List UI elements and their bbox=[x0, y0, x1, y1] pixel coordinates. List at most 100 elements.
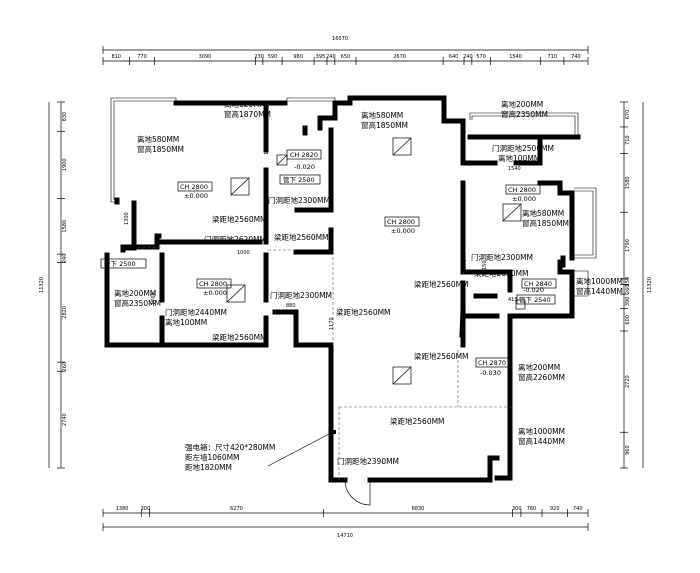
right-bed-ch: CH 2800 bbox=[508, 186, 536, 194]
living-beam-3: 梁距地2560MM bbox=[414, 351, 469, 361]
left-dim-label: 2820 bbox=[62, 306, 68, 319]
left-dim-label: 1580 bbox=[62, 220, 68, 233]
small-bath-ch: CH 2840 bbox=[524, 280, 552, 288]
bottom-dimension: 14710 1380 300 6270 6830 300 760 920 740 bbox=[102, 506, 589, 539]
living-beam: 梁距地2560MM bbox=[414, 279, 469, 289]
left-dim-label: 260 bbox=[62, 362, 68, 372]
small-dim-4: 1000 bbox=[237, 250, 250, 256]
top-dim-label: 395 bbox=[316, 54, 326, 60]
bedroom1-level: ±0.000 bbox=[184, 192, 208, 200]
small-dim-5: 880 bbox=[286, 303, 296, 309]
small-bath-level: -0.020 bbox=[523, 286, 544, 294]
balcony-win2-height: 离地1000MM bbox=[518, 426, 565, 436]
elec-box-height: 距地1820MM bbox=[185, 462, 232, 472]
walls bbox=[104, 95, 581, 483]
bottom-dim-label: 740 bbox=[573, 506, 583, 512]
elec-box-size: 强电箱：尺寸420*280MM bbox=[185, 442, 275, 452]
balcony-win-height: 离地200MM bbox=[518, 362, 560, 372]
room-labels: 离地580MM 窗高1850MM CH 2800 ±0.000 梁距地2560M… bbox=[104, 99, 623, 472]
bath-pipe: 管下 2500 bbox=[283, 175, 315, 184]
top-dim-label: 980 bbox=[293, 54, 303, 60]
right-win2-height: 离地1000MM bbox=[576, 276, 623, 286]
balcony-level: -0.030 bbox=[480, 369, 501, 377]
ch-tags bbox=[100, 149, 557, 368]
right-dim-label: 150 bbox=[625, 277, 631, 287]
left-dim-label: 830 bbox=[62, 112, 68, 122]
top-dim-label: 590 bbox=[268, 54, 278, 60]
bath-level: -0.020 bbox=[294, 163, 315, 171]
bottom-dim-label: 300 bbox=[512, 506, 522, 512]
top-dim-label: 710 bbox=[548, 54, 558, 60]
bath-ch: CH 2820 bbox=[290, 151, 318, 159]
entry-door: 门洞距地2390MM bbox=[337, 456, 399, 466]
small-bath-pipe: 管下 2540 bbox=[519, 295, 551, 304]
light-fixtures bbox=[226, 137, 526, 385]
top-dim-label: 3090 bbox=[199, 54, 212, 60]
right-dim-label: 260 bbox=[625, 285, 631, 295]
top-dim-label: 770 bbox=[137, 54, 147, 60]
balcony-win2-size: 窗高1440MM bbox=[518, 436, 565, 446]
right-door: 门洞距地2500MM bbox=[492, 143, 554, 153]
right-dim-label: 2720 bbox=[625, 375, 631, 388]
living-win-height: 离地580MM bbox=[361, 110, 403, 120]
left-dim-label: 2740 bbox=[62, 413, 68, 426]
top-dim-label: 1540 bbox=[509, 54, 522, 60]
left-dim-label: 240 bbox=[62, 254, 68, 264]
right-dim-label: 960 bbox=[625, 445, 631, 455]
bath-door: 门洞距地2300MM bbox=[268, 195, 330, 205]
top-total-dim: 16070 bbox=[332, 36, 348, 42]
bottom-dim-label: 920 bbox=[550, 506, 560, 512]
right-top-window-size: 窗高2350MM bbox=[501, 109, 548, 119]
right-bed-level: ±0.000 bbox=[512, 195, 536, 203]
bedroom2-ch: CH 2800 bbox=[199, 280, 227, 288]
small-dim-10: 150 bbox=[482, 260, 488, 270]
bottom-dim-label: 760 bbox=[527, 506, 537, 512]
right-dim-label: 1580 bbox=[625, 176, 631, 189]
bedroom1-ch: CH 2800 bbox=[180, 183, 208, 191]
small-dim-9: 1540 bbox=[508, 166, 521, 172]
bedroom2-win-size: 窗高2350MM bbox=[114, 298, 161, 308]
top-dim-label: 230 bbox=[254, 54, 264, 60]
small-dim-2: 1760 bbox=[151, 292, 157, 305]
bedroom1-beam: 梁距地2560MM bbox=[212, 214, 267, 224]
small-dim-1: 1300 bbox=[124, 212, 130, 225]
right-dim-label: 670 bbox=[625, 110, 631, 120]
living-beam-2: 梁距地2560MM bbox=[336, 307, 391, 317]
living-win-size: 窗高1850MM bbox=[361, 120, 408, 130]
right-win2-size: 窗高1440MM bbox=[576, 286, 623, 296]
right-total-dim: 11320 bbox=[647, 277, 653, 293]
left-total-dim: 11320 bbox=[39, 277, 45, 293]
top-dim-label: 570 bbox=[476, 54, 486, 60]
right-door-2: 门洞距地2300MM bbox=[471, 252, 533, 262]
top-dim-label: 240 bbox=[463, 54, 473, 60]
small-dim-7: 1170 bbox=[264, 317, 270, 330]
bedroom1-win-size: 窗高1850MM bbox=[137, 144, 184, 154]
bedroom2-win-height: 离地200MM bbox=[114, 288, 156, 298]
living-ch: CH 2800 bbox=[387, 218, 415, 226]
left-door: 门洞距地2620MM bbox=[204, 234, 266, 244]
bedroom2-beam: 梁距地2560MM bbox=[212, 332, 267, 342]
small-dim-6: 1310 bbox=[264, 217, 270, 230]
bottom-dim-label: 300 bbox=[141, 506, 151, 512]
bedroom1-win-height: 离地580MM bbox=[137, 134, 179, 144]
top-dim-label: 640 bbox=[449, 54, 459, 60]
right-dim-label: 1790 bbox=[625, 239, 631, 252]
right-bed-win-size: 窗高1850MM bbox=[522, 218, 569, 228]
bottom-dim-label: 6830 bbox=[412, 506, 425, 512]
bottom-dim-label: 1380 bbox=[116, 506, 129, 512]
living-level: ±0.000 bbox=[391, 227, 415, 235]
left-pipe: 管下 2500 bbox=[104, 259, 136, 268]
bottom-total-dim: 14710 bbox=[337, 533, 353, 539]
right-dim-label: 710 bbox=[625, 135, 631, 145]
right-top-window-height: 离地200MM bbox=[501, 99, 543, 109]
top-window-size: 窗高1870MM bbox=[224, 109, 271, 119]
bottom-dim-label: 6270 bbox=[230, 506, 243, 512]
small-dim-12: 1070 bbox=[462, 259, 468, 272]
bedroom2-door-height: 离地100MM bbox=[165, 317, 207, 327]
top-dim-label: 740 bbox=[571, 54, 581, 60]
